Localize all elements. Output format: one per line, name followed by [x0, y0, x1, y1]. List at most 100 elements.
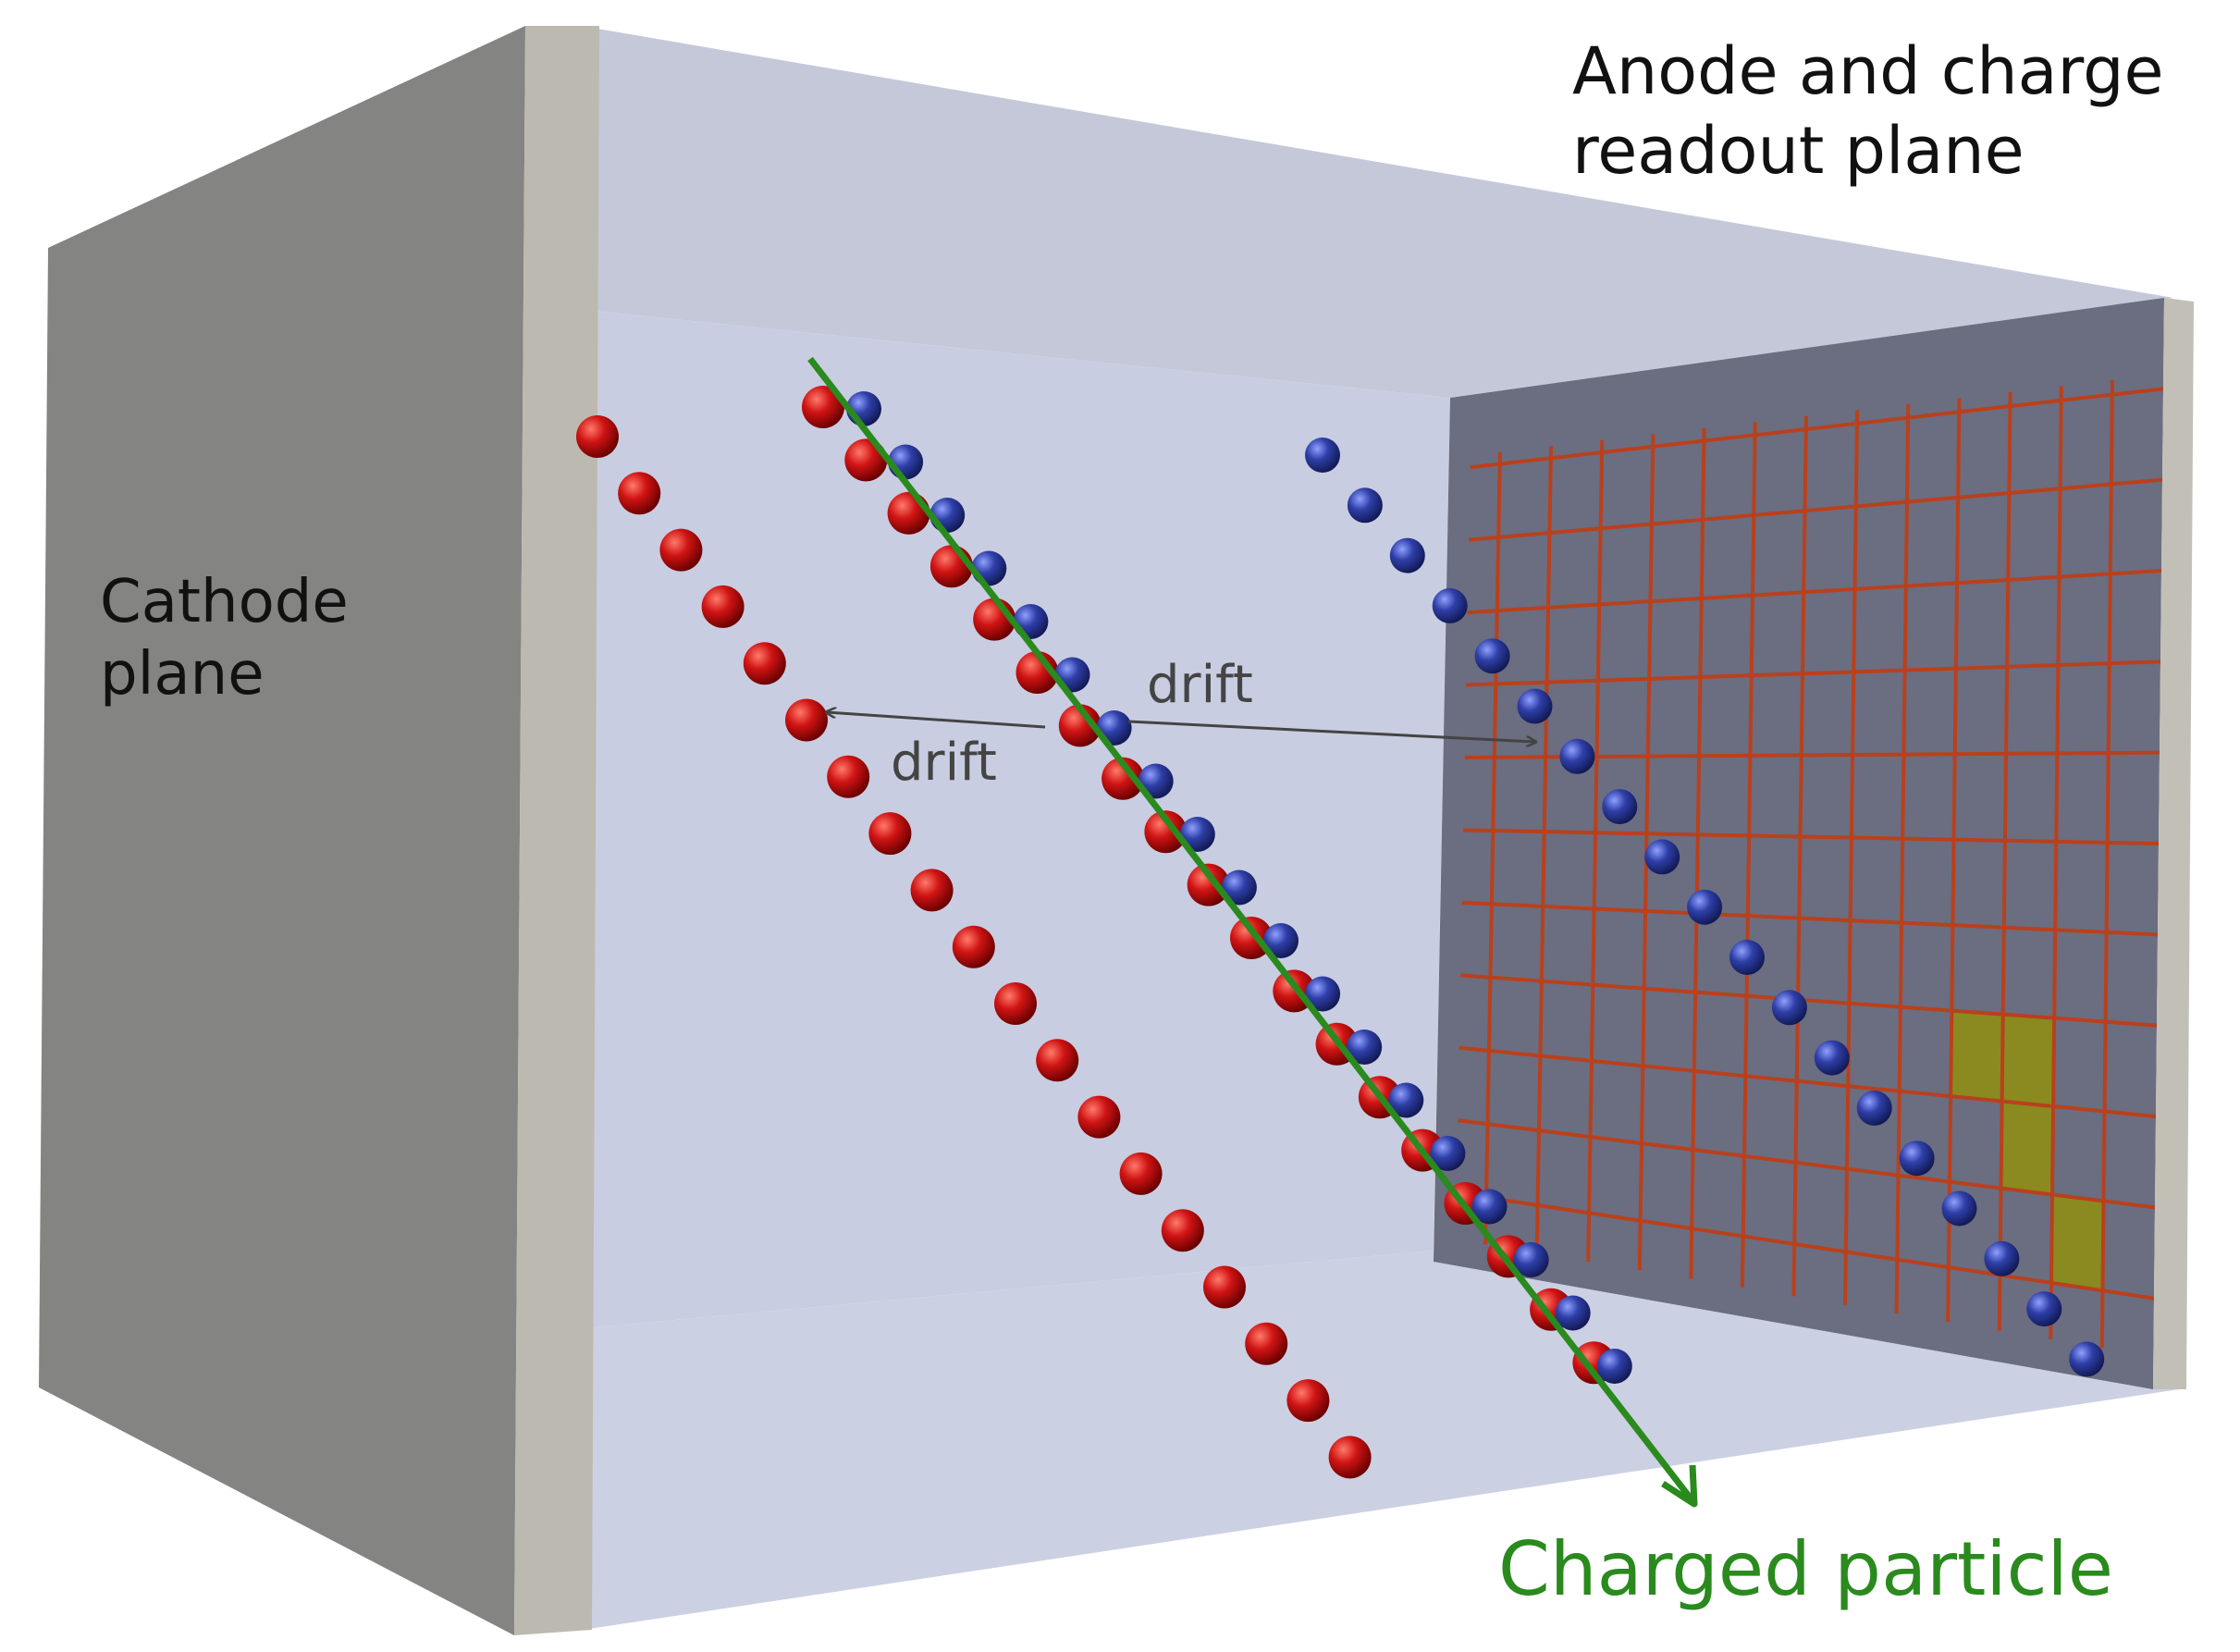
ion-sphere: [1119, 1152, 1163, 1195]
readout-wire-vertical: [1791, 415, 1808, 1297]
hit-pixel: [2050, 1194, 2104, 1291]
top-wall: [592, 28, 2173, 398]
electron-sphere: [1347, 487, 1383, 524]
electron-sphere: [1596, 1349, 1632, 1384]
anode-plane: [1434, 298, 2194, 1389]
readout-wire-vertical: [2099, 380, 2114, 1349]
cathode-front-face: [39, 26, 525, 1635]
ion-sphere: [868, 812, 912, 856]
readout-wire-horizontal: [1458, 1045, 2157, 1118]
charged-particle-label: Charged particle: [1498, 1526, 2113, 1612]
ion-sphere: [701, 585, 745, 628]
electron-sphere: [1602, 789, 1638, 825]
readout-wire-horizontal: [1467, 569, 2162, 615]
ion-sphere: [1144, 810, 1188, 854]
readout-wire-vertical: [2049, 386, 2063, 1339]
ion-sphere: [1286, 1379, 1330, 1423]
electron-sphere: [971, 550, 1007, 586]
ion-sphere: [1187, 863, 1230, 906]
hit-pixels: [1951, 1010, 2104, 1291]
readout-wire-vertical: [1894, 403, 1911, 1313]
ion-sphere: [1328, 1436, 1372, 1479]
electron-sphere: [1941, 1190, 1977, 1227]
readout-wire-horizontal: [1463, 828, 2160, 845]
electron-sphere: [1388, 1082, 1424, 1118]
floor: [583, 1251, 2179, 1630]
wire-grid: [1456, 380, 2164, 1349]
electron-sphere: [1347, 1029, 1383, 1065]
readout-wire-horizontal: [1470, 387, 2164, 470]
drift-label-anode: drift: [1147, 655, 1253, 715]
readout-wire-vertical: [1689, 427, 1706, 1279]
electron-sphere: [1474, 638, 1510, 674]
cathode-plane: [39, 26, 599, 1635]
ion-sphere: [1245, 1322, 1288, 1365]
electron-sphere: [1687, 889, 1723, 925]
electron-sphere: [1263, 923, 1298, 958]
cathode-label-line-1: Cathode: [100, 568, 349, 636]
readout-wire-vertical: [1534, 446, 1554, 1253]
electron-sphere: [1814, 1040, 1850, 1076]
readout-wire-horizontal: [1469, 477, 2163, 542]
readout-wire-vertical: [1997, 392, 2012, 1331]
electron-sphere: [2026, 1291, 2062, 1327]
electron-sphere: [1984, 1240, 2020, 1276]
readout-wire-vertical: [1843, 410, 1860, 1305]
electron-sphere: [1221, 869, 1257, 906]
electron-sphere: [1559, 738, 1595, 774]
readout-wire-horizontal: [1460, 973, 2158, 1028]
readout-wire-vertical: [1946, 398, 1962, 1323]
electron-sphere: [1305, 976, 1341, 1012]
ion-sphere: [887, 491, 930, 535]
electron-sphere: [1389, 537, 1425, 573]
ion-sphere: [952, 925, 995, 968]
anode-label-line-2: readout plane: [1572, 113, 2025, 189]
drift-arrow-to-cathode: [827, 712, 1046, 729]
charged-particle-arrowhead: [1661, 1464, 1698, 1508]
readout-wire-vertical: [1586, 439, 1605, 1263]
readout-wire-horizontal: [1458, 1118, 2156, 1210]
ion-sphere: [1058, 704, 1102, 747]
readout-wire-horizontal: [1456, 1190, 2155, 1301]
ion-sphere: [910, 869, 954, 912]
electron-sphere: [1471, 1189, 1508, 1225]
ion-sphere: [994, 982, 1037, 1025]
electron-sphere: [1305, 438, 1340, 473]
electron-sphere: [2069, 1341, 2105, 1377]
hit-pixel: [1951, 1010, 2003, 1102]
ion-sphere: [1203, 1265, 1246, 1309]
electron-sphere: [1899, 1140, 1935, 1177]
electron-sphere: [1555, 1295, 1591, 1331]
ion-sphere: [618, 472, 661, 515]
electron-sphere: [1644, 839, 1680, 875]
ion-sphere: [1036, 1039, 1079, 1082]
anode-label: Anode and charge readout plane: [1572, 31, 2164, 191]
ion-sphere: [1077, 1095, 1121, 1139]
back-wall: [585, 311, 1450, 1328]
electron-sphere: [1432, 587, 1468, 623]
readout-wire-horizontal: [1466, 660, 2161, 687]
electron-sphere: [1013, 604, 1049, 639]
ion-sphere: [743, 642, 786, 685]
anode-frame-edge: [2153, 298, 2194, 1389]
electron-sphere: [1430, 1136, 1466, 1171]
electron-sphere: [1729, 940, 1765, 975]
electron-sphere: [1179, 817, 1215, 852]
electron-sphere: [1856, 1090, 1892, 1126]
ion-sphere: [785, 698, 828, 742]
readout-wire-vertical: [1483, 451, 1502, 1245]
cathode-edge-strip: [514, 26, 599, 1635]
electron-sphere: [1513, 1242, 1549, 1277]
ion-sphere: [1102, 757, 1145, 800]
ion-sphere: [1161, 1209, 1204, 1252]
electron-sphere: [1771, 990, 1807, 1026]
drift-label-cathode: drift: [891, 733, 997, 793]
ion-sphere: [576, 415, 619, 458]
electron-sphere: [1517, 688, 1553, 724]
cathode-label-line-2: plane: [100, 640, 265, 709]
ion-sphere: [827, 755, 870, 798]
ion-sphere: [659, 528, 703, 572]
charged-particle-track: [807, 356, 1693, 1501]
hit-pixel: [2000, 1101, 2054, 1195]
